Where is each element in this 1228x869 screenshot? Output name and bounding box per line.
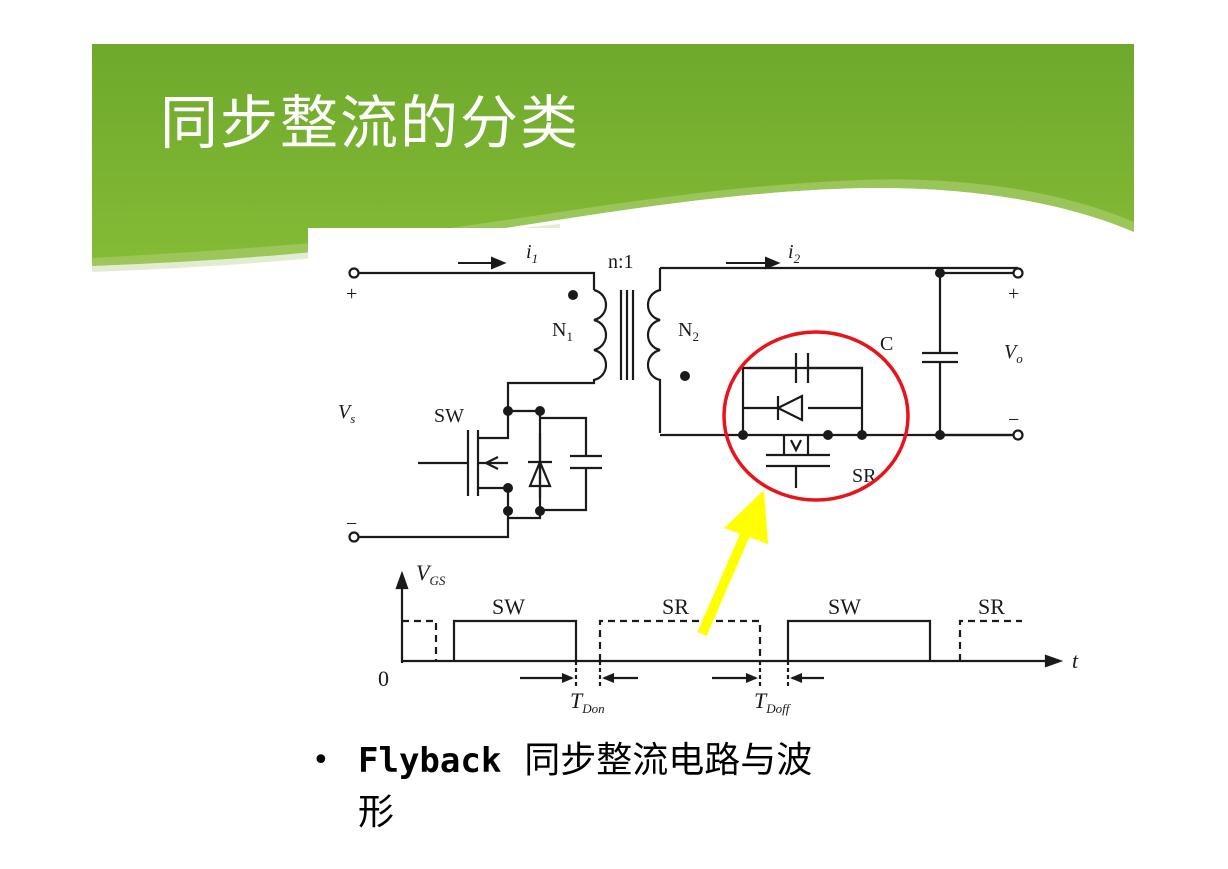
svg-text:n:1: n:1 (608, 251, 634, 273)
svg-text:VGS: VGS (416, 560, 446, 588)
bullet-point: • Flyback 同步整流电路与波 形 (312, 735, 1012, 839)
svg-text:TDoff: TDoff (754, 688, 792, 716)
bullet-text-line2: 形 (358, 792, 395, 833)
secondary-winding (646, 268, 662, 433)
terminal-in-plus (348, 267, 360, 279)
svg-text:TDon: TDon (570, 688, 605, 716)
svg-text:i1: i1 (526, 241, 538, 266)
bullet-dot: • (312, 743, 330, 778)
yellow-pointer-arrow-icon (697, 490, 768, 636)
bullet-text-line1: 同步整流电路与波 (524, 740, 813, 781)
svg-text:−: − (1008, 409, 1019, 431)
svg-text:+: + (1008, 283, 1019, 305)
svg-text:Vs: Vs (338, 401, 355, 426)
bullet-keyword: Flyback (358, 741, 502, 781)
svg-text:SW: SW (434, 405, 464, 427)
svg-text:C: C (880, 333, 893, 355)
svg-text:SW: SW (492, 594, 525, 619)
svg-text:Vo: Vo (1004, 341, 1023, 366)
terminal-out-plus (1012, 267, 1024, 279)
svg-text:SR: SR (978, 594, 1005, 619)
svg-text:N2: N2 (678, 319, 699, 344)
flyback-circuit-diagram: i1 n:1 i2 N1 N2 C Vo Vs SW SR + − + − VG… (338, 241, 1079, 716)
svg-text:−: − (346, 513, 357, 535)
svg-text:+: + (346, 283, 357, 305)
sw-body-diode (528, 433, 552, 498)
slide-title: 同步整流的分类 (160, 89, 581, 157)
svg-text:SW: SW (828, 594, 861, 619)
primary-winding (506, 288, 608, 411)
svg-text:i2: i2 (788, 241, 801, 266)
svg-text:0: 0 (378, 666, 389, 691)
vgs-waveform (395, 570, 1064, 688)
output-capacitor (922, 351, 958, 364)
flyback-figure: i1 n:1 i2 N1 N2 C Vo Vs SW SR + − + − VG… (308, 228, 1118, 728)
svg-text:t: t (1072, 648, 1079, 673)
sr-highlight-circle (722, 330, 910, 502)
terminal-out-minus (1012, 429, 1024, 441)
svg-text:N1: N1 (552, 319, 573, 344)
svg-text:SR: SR (662, 594, 689, 619)
